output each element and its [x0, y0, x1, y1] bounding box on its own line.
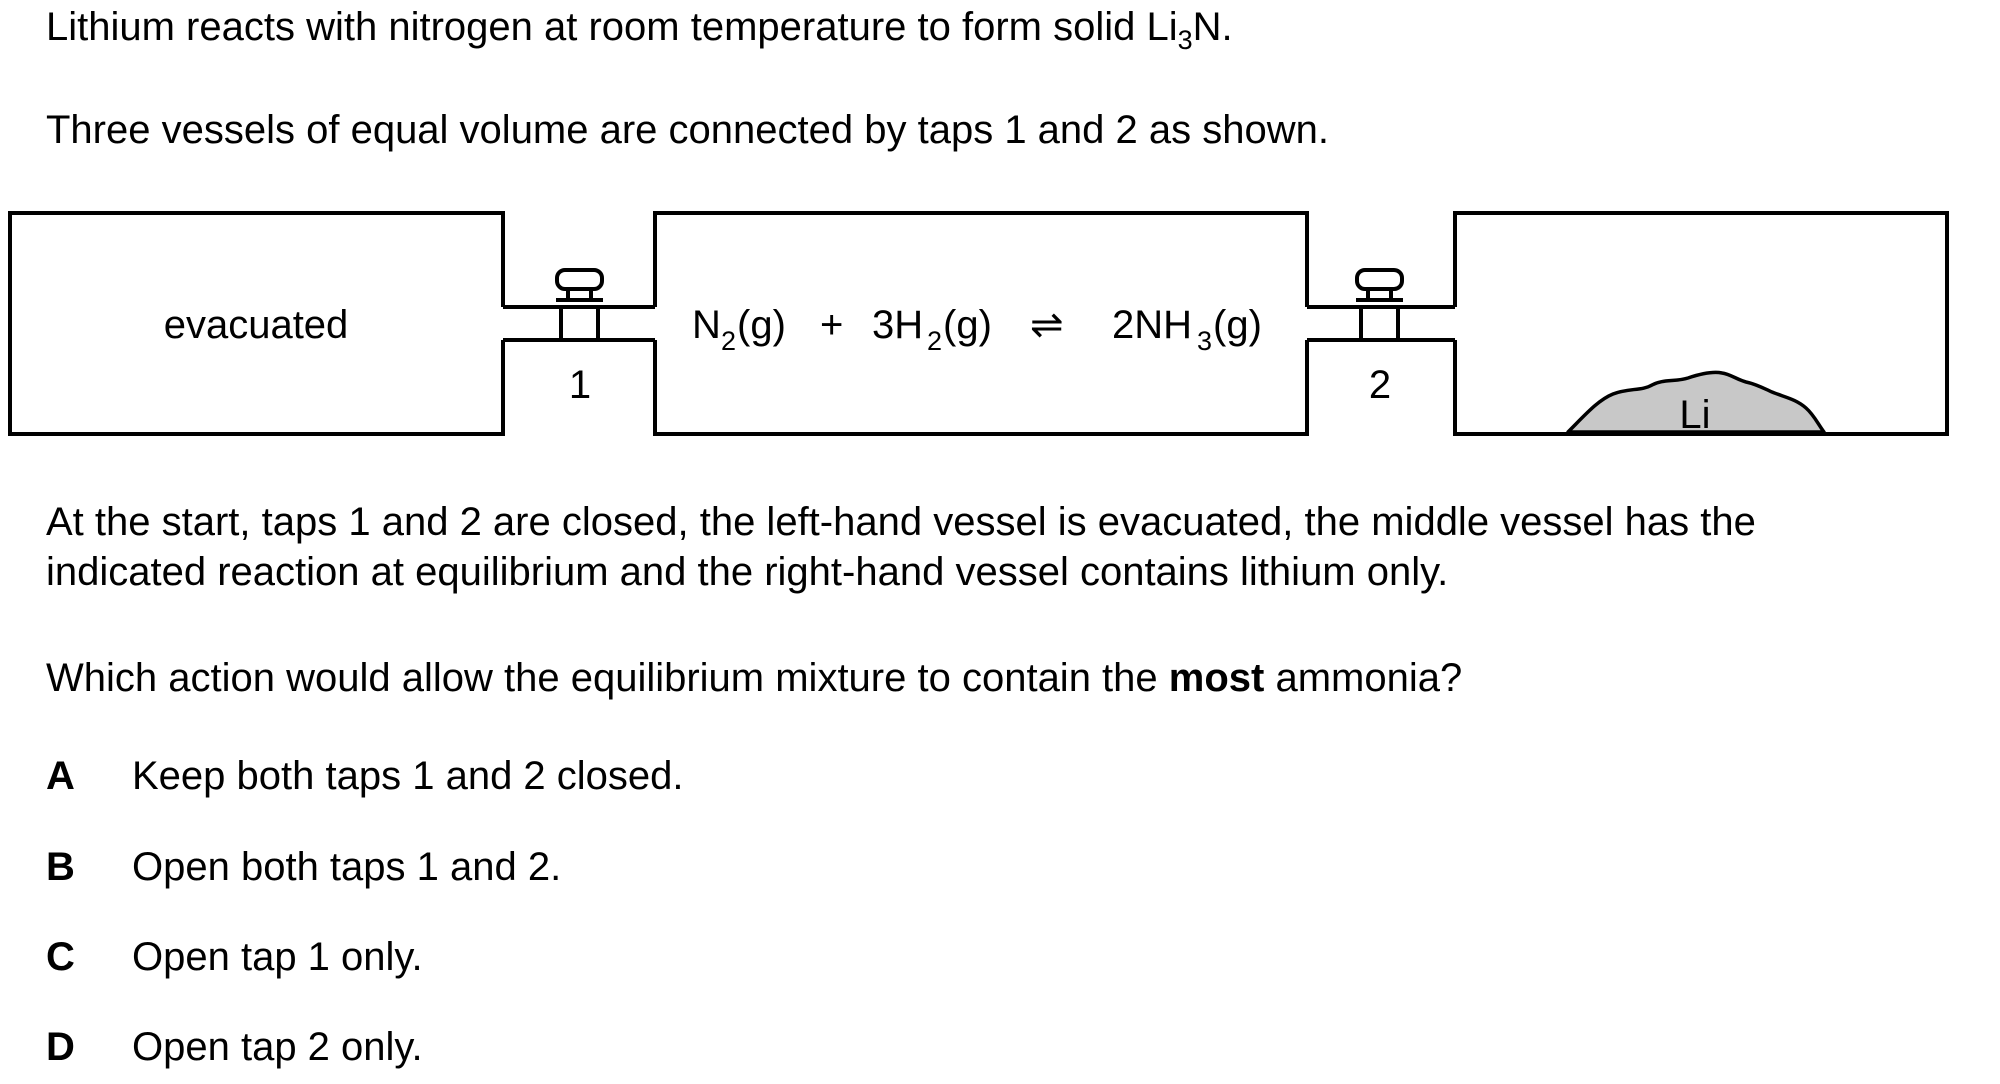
- middle-vessel: [653, 211, 1309, 436]
- n2-state: (g): [737, 303, 786, 347]
- question-text: Which action would allow the equilibrium…: [46, 653, 1462, 703]
- option-letter: D: [46, 1025, 75, 1069]
- tap-1-handle: [555, 268, 604, 291]
- option-letter: A: [46, 754, 75, 798]
- tap-2-handle: [1355, 268, 1404, 291]
- h2-state: (g): [943, 303, 992, 347]
- tap-2: [1355, 268, 1404, 340]
- question-emphasis: most: [1168, 656, 1265, 700]
- plus-sign: +: [820, 303, 843, 347]
- right-vessel: [1453, 211, 1949, 436]
- intro-sentence-2: Three vessels of equal volume are connec…: [46, 108, 1329, 152]
- h2-symbol: 3H: [872, 303, 923, 347]
- lithium-pile: [1566, 370, 1826, 434]
- n2-subscript: 2: [721, 326, 736, 356]
- option-text: Keep both taps 1 and 2 closed.: [132, 754, 684, 798]
- description-line-1: At the start, taps 1 and 2 are closed, t…: [46, 500, 1756, 544]
- option-text: Open tap 2 only.: [132, 1025, 423, 1069]
- intro-text: Lithium reacts with nitrogen at room tem…: [46, 5, 1178, 49]
- h2-subscript: 2: [927, 326, 942, 356]
- equilibrium-arrow: ⇌: [1030, 303, 1064, 347]
- nh3-state: (g): [1213, 303, 1262, 347]
- equilibrium-equation: N 2 (g) + 3H 2 (g) ⇌ 2NH 3 (g): [692, 303, 1262, 356]
- intro-text-end: N.: [1192, 5, 1233, 49]
- nh3-subscript: 3: [1197, 326, 1212, 356]
- tap-2-label: 2: [1369, 363, 1391, 407]
- option-letter: C: [46, 935, 75, 979]
- li3n-subscript: 3: [1177, 25, 1193, 55]
- option-letter: B: [46, 845, 75, 889]
- tap-1-label: 1: [569, 363, 591, 407]
- option-text: Open tap 1 only.: [132, 935, 423, 979]
- lithium-label: Li: [1679, 393, 1710, 437]
- nh3-symbol: 2NH: [1112, 303, 1192, 347]
- question-pre: Which action would allow the equilibrium…: [46, 656, 1169, 700]
- description-line-2: indicated reaction at equilibrium and th…: [46, 550, 1449, 594]
- vessels-diagram: evacuated 1 2 Li N 2 (g) + 3H 2 (g) ⇌ 2N…: [8, 211, 1949, 437]
- question-post: ammonia?: [1264, 656, 1463, 700]
- left-vessel: [8, 211, 505, 436]
- option-text: Open both taps 1 and 2.: [132, 845, 562, 889]
- left-vessel-label: evacuated: [164, 303, 349, 347]
- n2-symbol: N: [692, 303, 721, 347]
- intro-sentence-1: Lithium reacts with nitrogen at room tem…: [46, 2, 1233, 55]
- tap-1: [555, 268, 604, 340]
